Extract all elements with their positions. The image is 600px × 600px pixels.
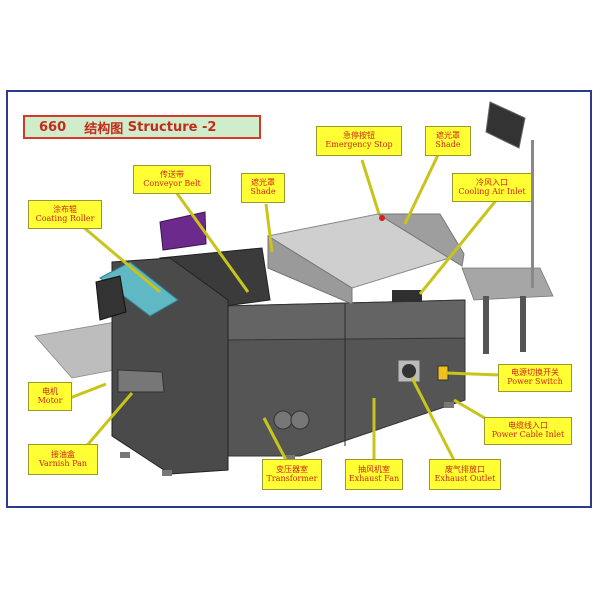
callout-zh: 电机 xyxy=(42,386,58,396)
callout-zh: 遮光罩 xyxy=(436,131,460,141)
callout-en: Coating Roller xyxy=(35,213,95,223)
callout-emergency-stop: 急停按钮 Emergency Stop xyxy=(316,126,402,156)
callout-zh: 传送带 xyxy=(160,169,184,179)
callout-zh: 抽风机室 xyxy=(358,464,390,474)
callout-en: Varnish Pan xyxy=(38,458,88,468)
callout-shade-top: 遮光罩 Shade xyxy=(425,126,471,156)
transformer-fan xyxy=(273,410,293,430)
callout-zh: 涂布辊 xyxy=(53,204,77,214)
callout-en: Power Switch xyxy=(507,377,563,386)
callout-en: Transformer xyxy=(266,473,318,483)
callout-en: Shade xyxy=(250,187,276,196)
varnish-pan xyxy=(117,369,165,393)
callout-cooling-air-inlet: 冷风入口 Cooling Air Inlet xyxy=(452,173,532,202)
title-zh: 结构图 xyxy=(84,121,124,137)
callout-en: Motor xyxy=(37,395,63,405)
callout-en: Exhaust Outlet xyxy=(434,473,496,483)
delivery-table-leg xyxy=(483,296,489,354)
callout-exhaust-outlet: 废气排放口 Exhaust Outlet xyxy=(429,459,501,490)
top-hood-side xyxy=(267,235,353,305)
callout-zh: 遮光罩 xyxy=(251,178,275,188)
callout-zh: 急停按钮 xyxy=(343,131,375,141)
delivery-table xyxy=(461,267,554,301)
callout-en: Cooling Air Inlet xyxy=(458,186,526,196)
callout-power-switch: 电源切换开关 Power Switch xyxy=(498,364,572,392)
callout-power-cable-inlet: 电缆线入口 Power Cable Inlet xyxy=(484,417,572,445)
uv-lamp-housing xyxy=(159,211,207,251)
vent-panel xyxy=(392,290,422,302)
callout-zh: 废气排放口 xyxy=(445,464,485,474)
emergency-stop-knob xyxy=(379,215,385,221)
callout-coating-roller: 涂布辊 Coating Roller xyxy=(28,200,102,229)
title-model: 660 xyxy=(39,119,67,135)
callout-zh: 冷风入口 xyxy=(476,177,508,187)
callout-en: Power Cable Inlet xyxy=(491,430,565,439)
callout-zh: 电缆线入口 xyxy=(508,421,548,431)
callout-conveyor-belt: 传送带 Conveyor Belt xyxy=(133,165,211,194)
callout-transformer: 变压器室 Transformer xyxy=(262,459,322,490)
exhaust-outlet-disc xyxy=(402,364,416,378)
diagram-title: 660 结构图 Structure -2 xyxy=(23,115,261,139)
monitor-screen xyxy=(485,101,526,149)
callout-zh: 电源切换开关 xyxy=(511,368,559,378)
delivery-table-leg xyxy=(520,296,526,352)
title-en: Structure -2 xyxy=(127,119,217,135)
callout-zh: 接油盒 xyxy=(51,449,75,459)
coating-roller xyxy=(99,261,179,317)
motor-unit xyxy=(95,275,127,321)
transformer-fan xyxy=(290,410,310,430)
callout-exhaust-fan: 抽风机室 Exhaust Fan xyxy=(345,459,403,490)
callout-en: Emergency Stop xyxy=(325,140,393,149)
coating-cabinet xyxy=(111,257,229,475)
callout-varnish-pan: 接油盒 Varnish Pan xyxy=(28,444,98,475)
lamp-post xyxy=(531,140,534,288)
shade-panel xyxy=(376,213,465,267)
callout-shade-mid: 遮光罩 Shade xyxy=(241,173,285,203)
callout-en: Conveyor Belt xyxy=(143,178,201,188)
callout-en: Exhaust Fan xyxy=(348,473,400,483)
callout-en: Shade xyxy=(435,140,461,149)
callout-motor: 电机 Motor xyxy=(28,382,72,411)
callout-zh: 变压器室 xyxy=(276,464,308,474)
